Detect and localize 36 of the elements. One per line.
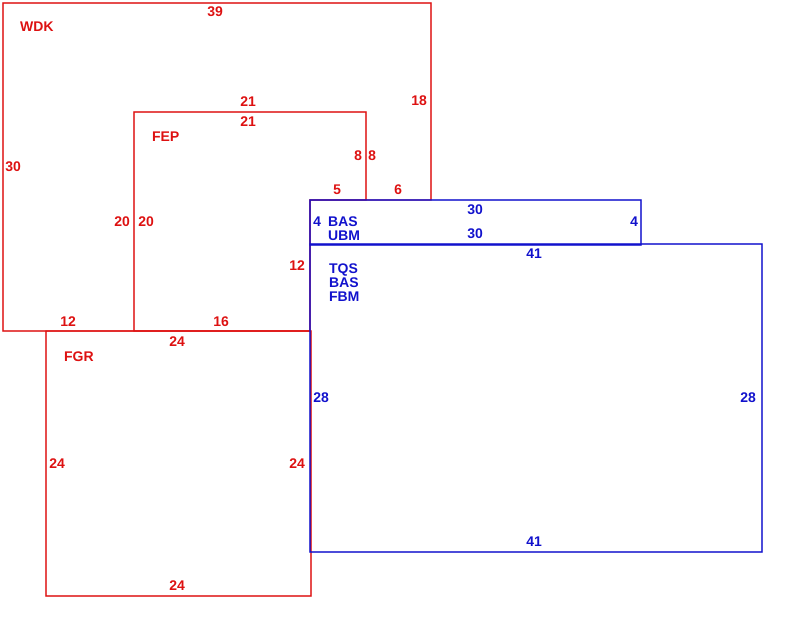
room-outline [310,200,641,245]
dimension-label: 41 [526,245,542,261]
room-label: WDK [20,19,54,33]
dimension-label: 12 [289,257,305,273]
dimension-label: 30 [467,225,483,241]
dimension-label: 21 [240,113,256,129]
room-outline [3,3,431,331]
room-outline [46,331,311,596]
dimension-label: 28 [740,389,756,405]
dimension-label: 24 [169,333,185,349]
dimension-label: 30 [5,158,21,174]
dimension-label: 41 [526,533,542,549]
dimension-label: 28 [313,389,329,405]
dimension-label: 6 [394,181,402,197]
room-label: FEP [152,129,180,143]
dimension-label: 30 [467,201,483,217]
dimension-label: 39 [207,3,223,19]
dimension-label: 18 [411,92,427,108]
room-outline [134,112,366,331]
room-outline [310,244,762,552]
dimension-label: 24 [169,577,185,593]
dimension-label: 24 [289,455,305,471]
dimension-label: 8 [354,147,362,163]
room-label: TQS BAS FBM [329,261,360,303]
dimension-label: 20 [114,213,130,229]
room-label: BAS UBM [328,214,361,242]
dimension-label: 16 [213,313,229,329]
dimension-label: 8 [368,147,376,163]
dimension-label: 5 [333,181,341,197]
room-label: FGR [64,349,95,363]
dimension-label: 4 [630,213,638,229]
dimension-label: 12 [60,313,76,329]
dimension-label: 21 [240,93,256,109]
dimension-label: 24 [49,455,65,471]
dimension-label: 4 [313,213,321,229]
dimension-label: 20 [138,213,154,229]
